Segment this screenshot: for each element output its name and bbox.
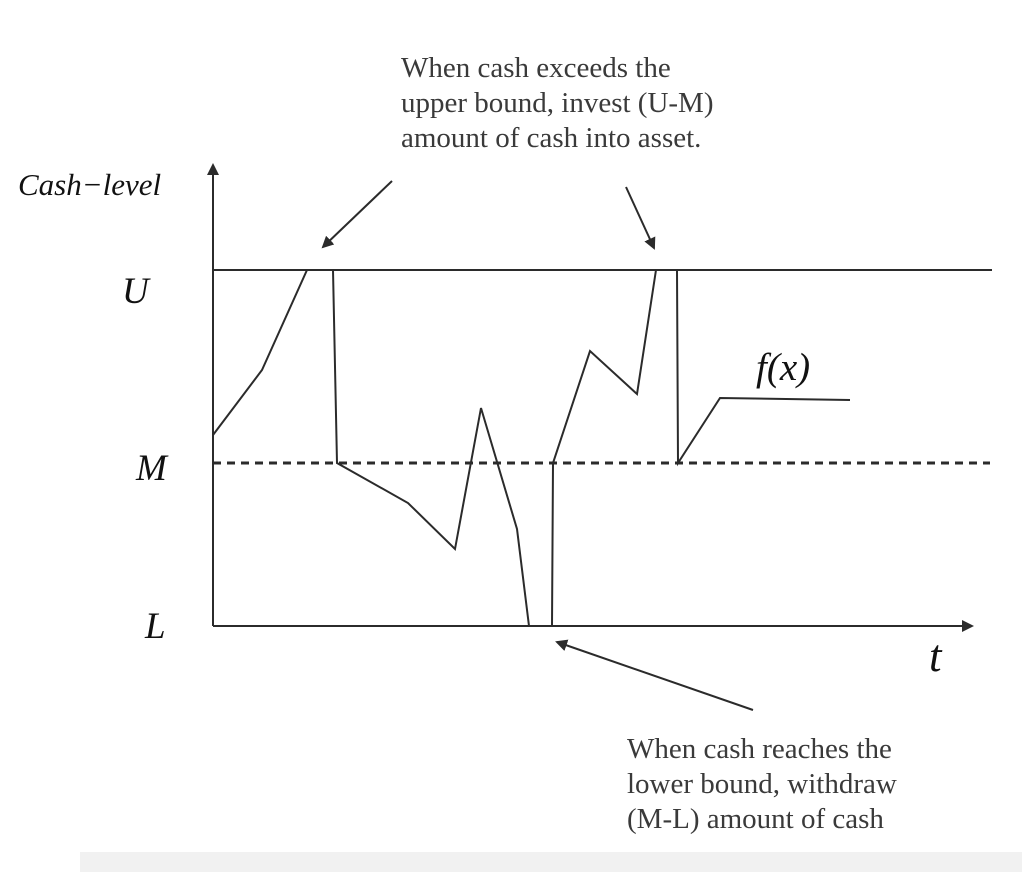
lower-annotation-arrow [555,639,754,711]
x-axis-label: t [929,631,942,681]
upper-bound-annotation: When cash exceeds the upper bound, inves… [401,51,714,156]
upper-annotation-line-2: upper bound, invest (U-M) [401,87,714,119]
upper-annotation-arrow-right [625,186,656,250]
middle-target-label: M [136,448,167,489]
lower-bound-label: L [145,606,166,647]
cash-level-path [212,269,851,627]
lower-annotation-line-3: (M-L) amount of cash [627,803,884,835]
function-label: f(x) [756,346,811,389]
lower-annotation-line-2: lower bound, withdraw [627,768,897,800]
upper-annotation-line-3: amount of cash into asset. [401,122,702,154]
upper-annotation-arrow-left [321,180,393,249]
y-axis-label: Cash−level [18,167,162,202]
lower-bound-annotation: When cash reaches the lower bound, withd… [627,732,897,837]
upper-annotation-line-1: When cash exceeds the [401,52,671,84]
bottom-background-band [80,852,1022,872]
lower-annotation-line-1: When cash reaches the [627,733,892,765]
upper-bound-label: U [122,271,149,312]
